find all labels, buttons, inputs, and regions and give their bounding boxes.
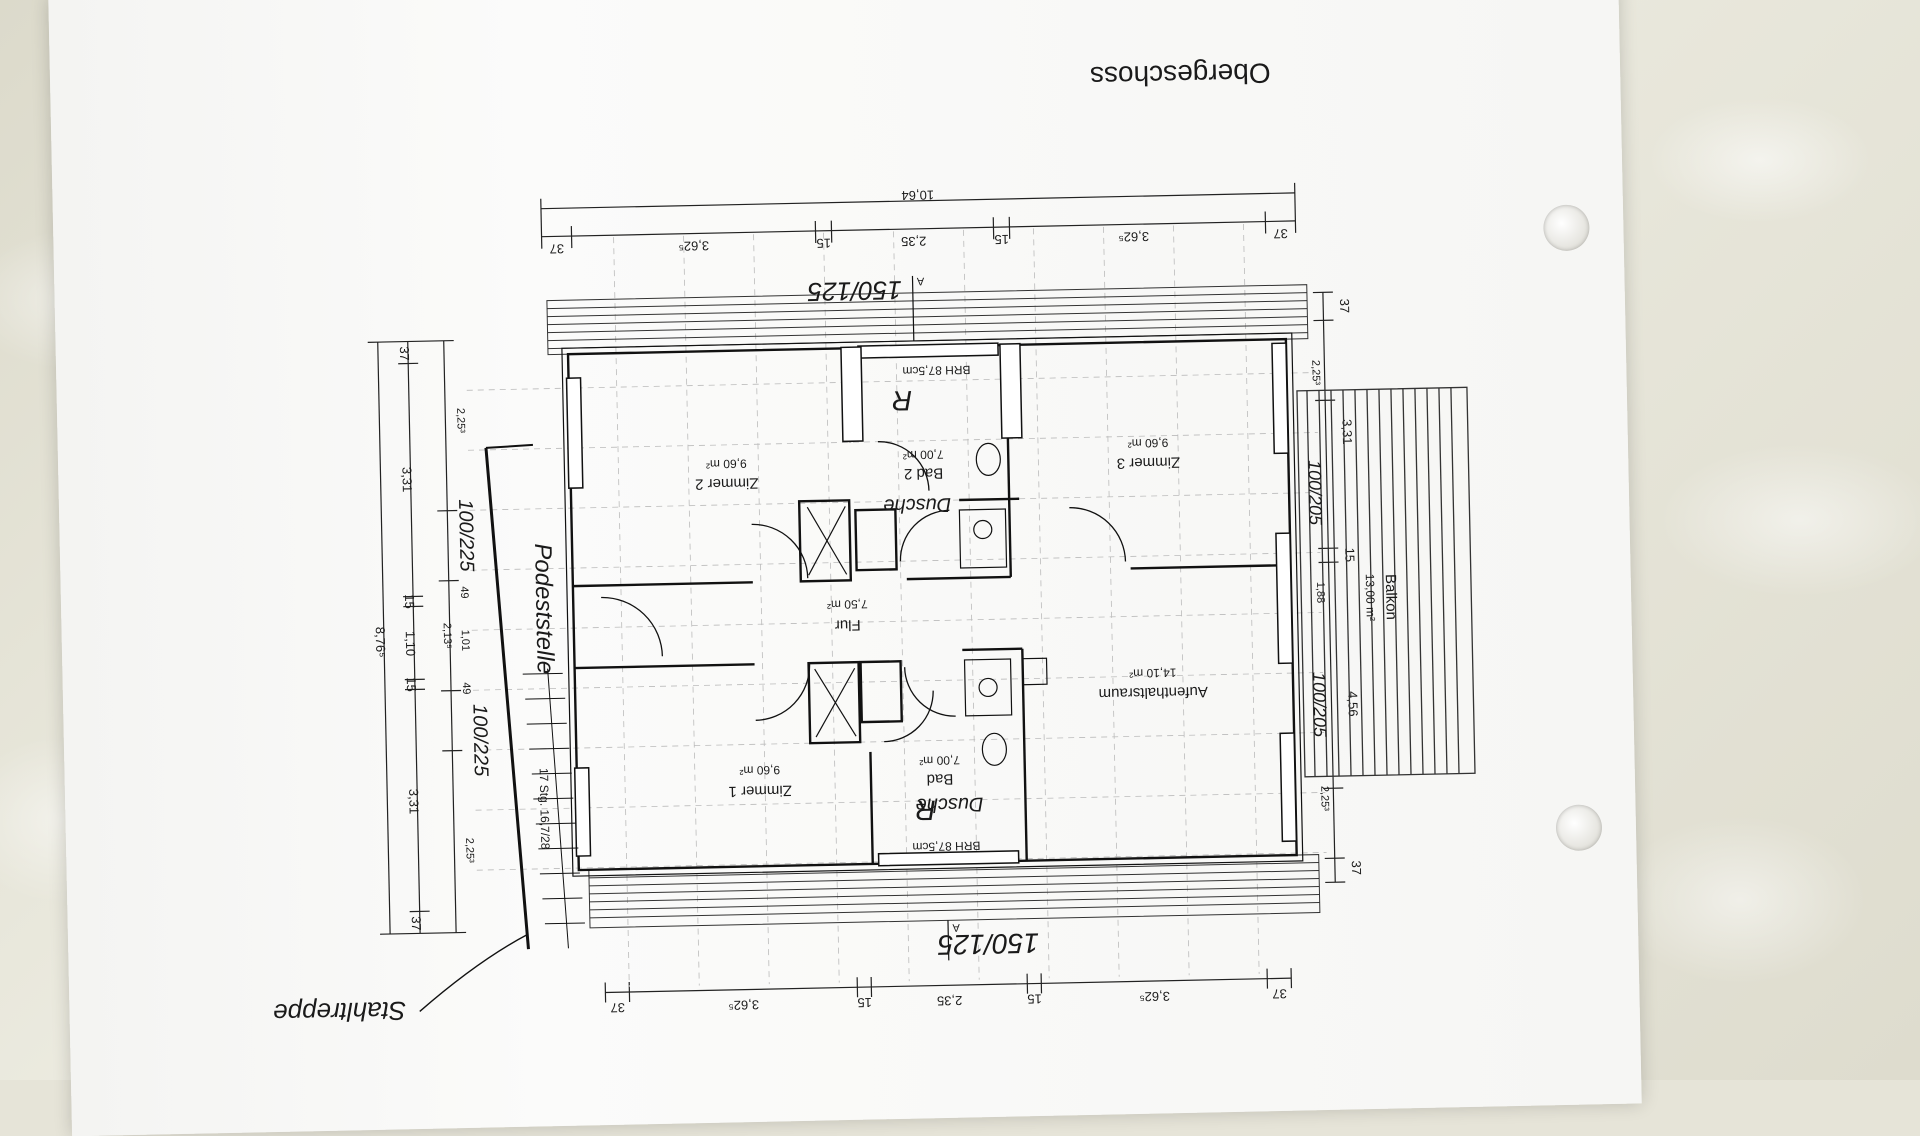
dim-right-h: 37	[1349, 860, 1364, 875]
dim-left-l: 49	[460, 682, 472, 694]
brh-top: BRH 87,5cm	[902, 363, 970, 378]
room-balkon-name: Balkon	[1382, 574, 1400, 620]
room-bad2-name: Bad 2	[904, 464, 944, 482]
hand-r-bottom: R	[915, 795, 936, 826]
section-label-top: A	[916, 275, 924, 287]
dim-top-b: 3,62⁵	[678, 238, 709, 254]
room-zimmer3-area: 9,60 m²	[1128, 436, 1169, 451]
wall-windows	[566, 337, 1297, 872]
dim-right-a: 37	[1337, 299, 1352, 314]
hand-window-left-2: 100/225	[468, 704, 492, 778]
dim-bottom-g: 37	[1272, 986, 1287, 1001]
dim-left-g: 37	[409, 916, 424, 931]
dim-left-k: 1,01	[459, 630, 471, 652]
room-zimmer2-area: 9,60 m²	[706, 456, 747, 471]
dim-bottom-a: 37	[610, 1000, 625, 1015]
dim-right-c: 3,31	[1340, 419, 1356, 445]
hand-stair: Stahltreppe	[273, 996, 407, 1029]
dim-top-f: 3,62⁵	[1118, 229, 1149, 245]
room-zimmer2-name: Zimmer 2	[695, 474, 759, 492]
hand-window-left-1: 100/225	[454, 499, 478, 573]
dim-bottom-c: 15	[857, 995, 872, 1010]
hand-dusche-top: Dusche	[883, 493, 951, 516]
dim-bottom-b: 3,62⁵	[728, 997, 759, 1013]
dim-right-g: 2,25³	[1318, 786, 1331, 812]
dim-top-total: 10,64	[901, 187, 934, 203]
dim-top-g: 37	[1273, 226, 1288, 241]
room-bad2-area: 7,00 m²	[903, 447, 944, 462]
dim-left-d: 1,10	[403, 631, 419, 657]
hand-stair-leader	[418, 934, 530, 1011]
dim-left-e: 15	[404, 677, 419, 692]
room-bad-area: 7,00 m²	[919, 753, 960, 768]
room-aufenthalt-area: 14,10 m²	[1129, 665, 1177, 680]
dim-left-c: 15	[402, 594, 417, 609]
hand-podest: Podeststelle	[529, 543, 559, 674]
dim-left-b: 3,31	[399, 467, 415, 493]
interior-walls	[568, 339, 1297, 870]
floor-plan: Obergeschoss 10,64 37 3,62⁵ 15 2,35 15 3…	[0, 0, 1920, 1080]
room-flur-name: Flur	[835, 616, 861, 634]
hand-r-top: R	[892, 385, 913, 416]
dim-left-a: 37	[397, 346, 412, 361]
room-bad-name: Bad	[926, 770, 953, 788]
dim-left-j: 2,13⁵	[441, 623, 454, 649]
room-zimmer1-area: 9,60 m²	[739, 763, 780, 778]
dim-right-f: 4,56	[1345, 691, 1361, 717]
hand-window-right-1: 100/205	[1304, 460, 1325, 526]
room-balkon-area: 13,00 m²	[1363, 574, 1378, 622]
dim-top-e: 15	[994, 232, 1009, 247]
door-swings	[598, 437, 1129, 748]
hand-window-bottom: 150/125	[937, 927, 1039, 960]
hand-window-top: 150/125	[807, 275, 902, 307]
dim-bottom-d: 2,35	[937, 993, 963, 1009]
dim-left-m: 2,25³	[463, 838, 476, 864]
room-zimmer1-name: Zimmer 1	[728, 782, 792, 800]
room-aufenthalt-name: Aufenthaltsraum	[1098, 683, 1208, 702]
dim-left-h: 2,25³	[454, 408, 467, 434]
dim-top-d: 2,35	[901, 234, 927, 250]
room-flur-area: 7,50 m²	[827, 597, 868, 612]
dim-left-total: 8,76⁵	[373, 627, 389, 658]
brh-bottom: BRH 87,5cm	[912, 839, 980, 854]
dim-left-f: 3,31	[406, 789, 422, 815]
dim-left-i: 49	[458, 586, 470, 598]
dim-top-a: 37	[549, 241, 564, 256]
dim-bottom-f: 3,62⁵	[1139, 989, 1170, 1005]
dim-bottom-e: 15	[1027, 991, 1042, 1006]
dim-right-d: 15	[1342, 547, 1357, 562]
dim-right-e: 1,88	[1314, 582, 1326, 604]
dashed-grid	[464, 223, 1330, 991]
plan-title: Obergeschoss	[1090, 57, 1271, 92]
stairs-label: 17 Stg. 16,7/28	[537, 768, 553, 850]
room-zimmer3-name: Zimmer 3	[1117, 453, 1181, 471]
hand-window-right-2: 100/205	[1309, 672, 1330, 738]
